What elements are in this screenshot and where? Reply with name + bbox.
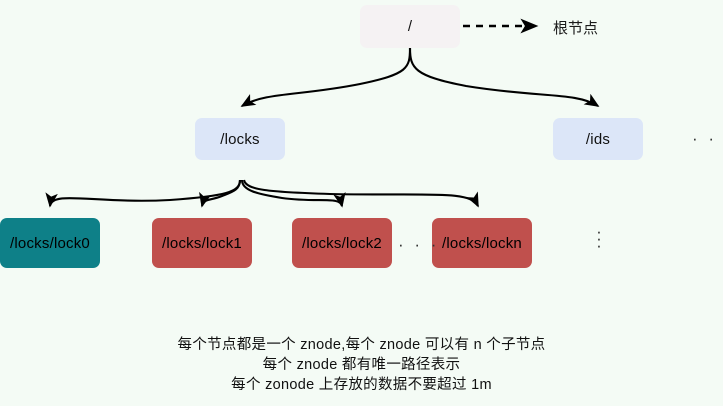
edge-root-to-locks bbox=[240, 47, 412, 107]
node-locks-lock2-label: /locks/lock2 bbox=[302, 234, 382, 252]
node-locks-label: /locks bbox=[220, 130, 260, 148]
edge-locks-to-lock1 bbox=[199, 179, 242, 208]
ellipsis-dot-3: · bbox=[596, 236, 602, 255]
ellipsis-dot-1: · bbox=[596, 222, 602, 241]
node-locks-lock0[interactable]: /locks/lock0 bbox=[0, 218, 100, 268]
node-root-label: / bbox=[407, 18, 413, 35]
edge-locks-to-lockn bbox=[242, 179, 479, 208]
node-locks-lockn-label: /locks/lockn bbox=[442, 234, 522, 252]
edge-root-to-ids bbox=[408, 47, 600, 107]
ellipsis-vertical-more-nodes: · · · bbox=[593, 222, 605, 255]
node-locks-lockn[interactable]: /locks/lockn bbox=[432, 218, 532, 268]
ellipsis-after-ids: · · · bbox=[692, 129, 723, 148]
node-locks-lock0-label: /locks/lock0 bbox=[10, 234, 90, 252]
node-ids-label: /ids bbox=[585, 130, 611, 148]
edge-locks-to-lock2 bbox=[240, 179, 346, 208]
node-locks[interactable]: /locks bbox=[195, 118, 285, 160]
edge-locks-to-lock0 bbox=[45, 179, 242, 208]
ellipsis-between-lock2-lockn: · · · bbox=[398, 235, 440, 254]
node-ids[interactable]: /ids bbox=[553, 118, 643, 160]
caption-line-1: 每个节点都是一个 znode,每个 znode 可以有 n 个子节点 bbox=[177, 337, 546, 353]
node-locks-lock1-label: /locks/lock1 bbox=[162, 234, 242, 252]
caption-line-3: 每个 zonode 上存放的数据不要超过 1m bbox=[231, 377, 492, 393]
node-locks-lock1[interactable]: /locks/lock1 bbox=[152, 218, 252, 268]
caption-line-2: 每个 znode 都有唯一路径表示 bbox=[262, 357, 461, 373]
legend-root-node-label: 根节点 bbox=[553, 20, 599, 37]
ellipsis-dot-2: · bbox=[596, 229, 602, 248]
node-root[interactable]: / bbox=[360, 5, 460, 48]
node-locks-lock2[interactable]: /locks/lock2 bbox=[292, 218, 392, 268]
